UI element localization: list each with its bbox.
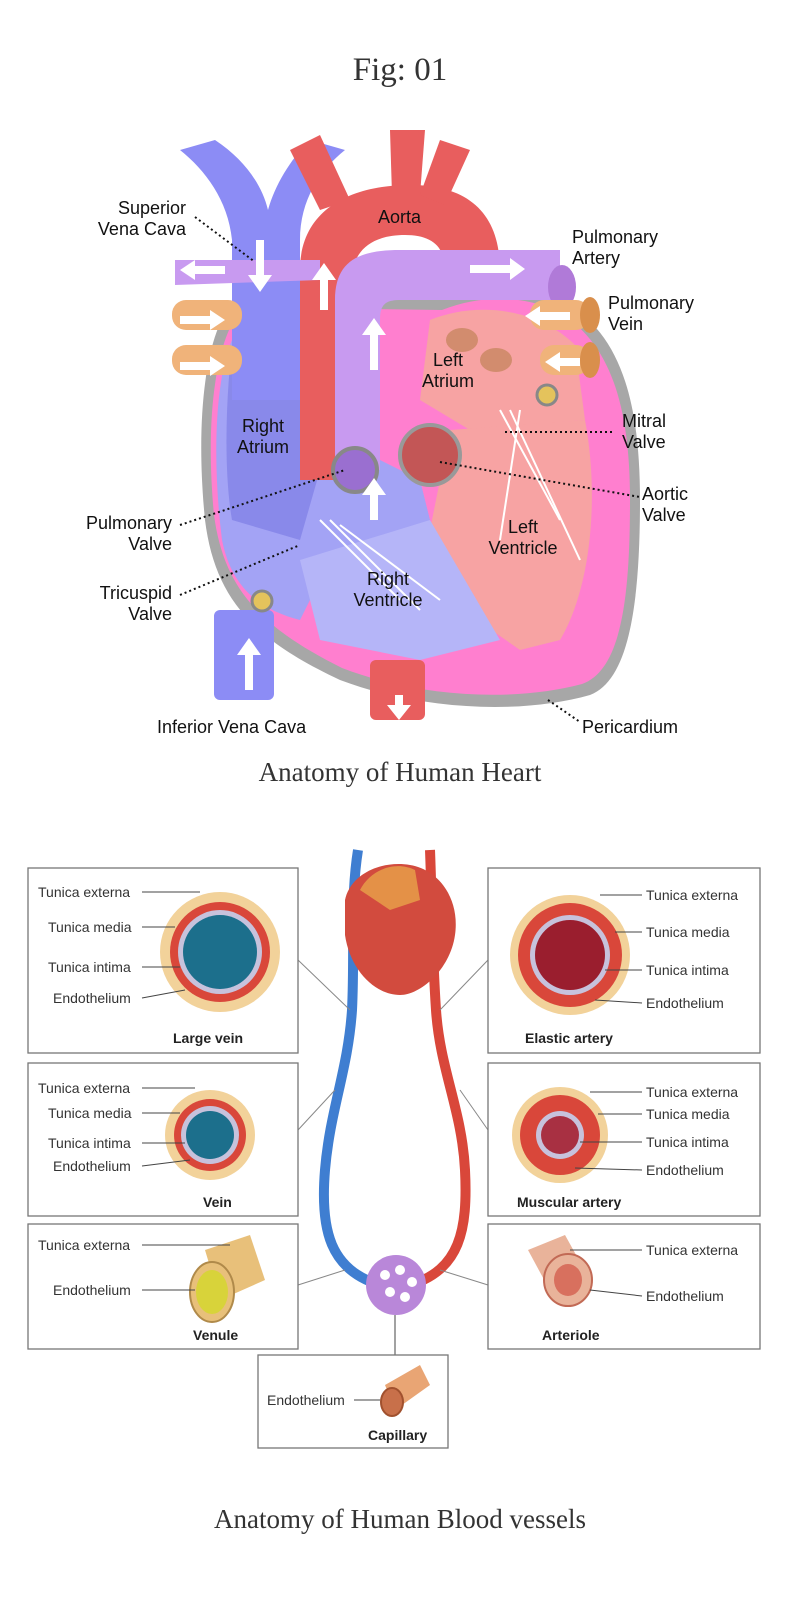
label-muscular-artery-tunica-intima: Tunica intima: [646, 1134, 729, 1150]
label-venule-endothelium: Endothelium: [53, 1282, 131, 1298]
figure-title: Fig: 01: [352, 52, 448, 88]
label-arteriole-tunica-externa: Tunica externa: [646, 1242, 738, 1258]
panel-muscular-artery: Tunica externa Tunica media Tunica intim…: [487, 1062, 761, 1217]
aortic-valve-shape: [398, 423, 462, 487]
left-atrium-opening-2: [480, 348, 512, 372]
pulmonary-valve-shape: [331, 446, 379, 494]
title-muscular-artery: Muscular artery: [517, 1194, 621, 1210]
vessels-caption: Anatomy of Human Blood vessels: [214, 1504, 586, 1534]
label-venule-tunica-externa: Tunica externa: [38, 1237, 130, 1253]
label-muscular-artery-tunica-externa: Tunica externa: [646, 1084, 738, 1100]
panel-connectors: [297, 959, 489, 1286]
pulmonary-artery-end: [548, 265, 576, 309]
label-elastic-artery-tunica-media: Tunica media: [646, 924, 730, 940]
label-capillary-endothelium: Endothelium: [267, 1392, 345, 1408]
tricuspid-valve-shape: [250, 589, 274, 613]
left-atrium-opening-1: [446, 328, 478, 352]
capillary-network: [380, 1265, 417, 1302]
label-vein-tunica-externa: Tunica externa: [38, 1080, 130, 1096]
label-vein-tunica-media: Tunica media: [48, 1105, 132, 1121]
aorta-branch-3: [420, 140, 470, 205]
panel-large-vein: Tunica externa Tunica media Tunica intim…: [27, 867, 299, 1054]
label-large-vein-tunica-media: Tunica media: [48, 919, 132, 935]
pulmonary-vein-left-1: [172, 300, 242, 330]
label-elastic-artery-tunica-externa: Tunica externa: [646, 887, 738, 903]
label-muscular-artery-endothelium: Endothelium: [646, 1162, 724, 1178]
heart-caption: Anatomy of Human Heart: [258, 757, 542, 787]
mitral-valve-shape: [535, 383, 559, 407]
aorta-branch-2: [390, 130, 425, 195]
label-large-vein-tunica-externa: Tunica externa: [38, 884, 130, 900]
label-large-vein-tunica-intima: Tunica intima: [48, 959, 131, 975]
panel-venule: Tunica externa Endothelium Venule: [27, 1223, 299, 1350]
panel-arteriole: Tunica externa Endothelium Arteriole: [487, 1223, 761, 1350]
flow-arrows: [180, 240, 580, 720]
panel-vein: Tunica externa Tunica media Tunica intim…: [27, 1062, 299, 1217]
label-elastic-artery-endothelium: Endothelium: [646, 995, 724, 1011]
pulmonary-vein-right-1-end: [580, 297, 600, 333]
label-vein-tunica-intima: Tunica intima: [48, 1135, 131, 1151]
title-venule: Venule: [193, 1327, 238, 1343]
label-aorta: Aorta: [378, 207, 422, 227]
title-capillary: Capillary: [368, 1427, 427, 1443]
capillary-bed: [366, 1255, 426, 1315]
label-pericardium: Pericardium: [582, 717, 678, 737]
blood-vessels-diagram: Tunica externa Tunica media Tunica intim…: [27, 849, 761, 1449]
right-atrium-shade: [226, 360, 320, 540]
title-large-vein: Large vein: [173, 1030, 243, 1046]
aorta-branch-1: [290, 135, 350, 210]
descending-aorta: [370, 660, 425, 720]
label-large-vein-endothelium: Endothelium: [53, 990, 131, 1006]
pulmonary-vein-right-2-end: [580, 342, 600, 378]
title-arteriole: Arteriole: [542, 1327, 600, 1343]
label-elastic-artery-tunica-intima: Tunica intima: [646, 962, 729, 978]
title-vein: Vein: [203, 1194, 232, 1210]
heart-small-vessels: [360, 866, 420, 910]
title-elastic-artery: Elastic artery: [525, 1030, 613, 1046]
panel-capillary: Endothelium Capillary: [257, 1354, 449, 1449]
panel-elastic-artery: Tunica externa Tunica media Tunica intim…: [487, 867, 761, 1054]
label-vein-endothelium: Endothelium: [53, 1158, 131, 1174]
leader-lines: [179, 216, 641, 723]
label-muscular-artery-tunica-media: Tunica media: [646, 1106, 730, 1122]
pulmonary-vein-left-2: [172, 345, 242, 375]
label-arteriole-endothelium: Endothelium: [646, 1288, 724, 1304]
label-inferior-vena-cava: Inferior Vena Cava: [157, 717, 307, 737]
circulation-figure: [318, 849, 471, 1355]
